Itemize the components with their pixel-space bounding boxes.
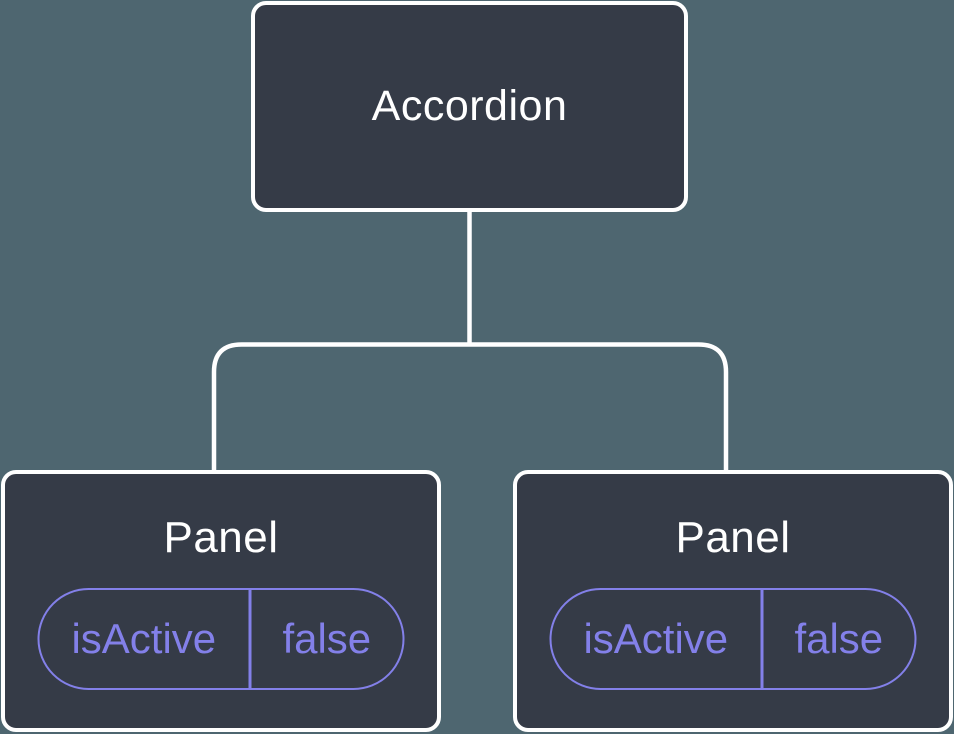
state-value-cell: false bbox=[794, 615, 884, 662]
state-value-cell: false bbox=[282, 615, 372, 662]
state-name-cell: isActive bbox=[552, 590, 764, 688]
panel-label: Panel bbox=[163, 513, 279, 562]
accordion-label: Accordion bbox=[371, 82, 568, 130]
node-accordion: Accordion bbox=[251, 1, 688, 212]
node-panel-1: Panel isActive false bbox=[1, 470, 441, 732]
panel-label: Panel bbox=[675, 513, 791, 562]
state-name-cell: isActive bbox=[40, 590, 252, 688]
connector-branch bbox=[211, 342, 729, 472]
state-pill: isActive false bbox=[37, 588, 405, 690]
node-panel-2: Panel isActive false bbox=[513, 470, 953, 732]
state-pill: isActive false bbox=[549, 588, 917, 690]
